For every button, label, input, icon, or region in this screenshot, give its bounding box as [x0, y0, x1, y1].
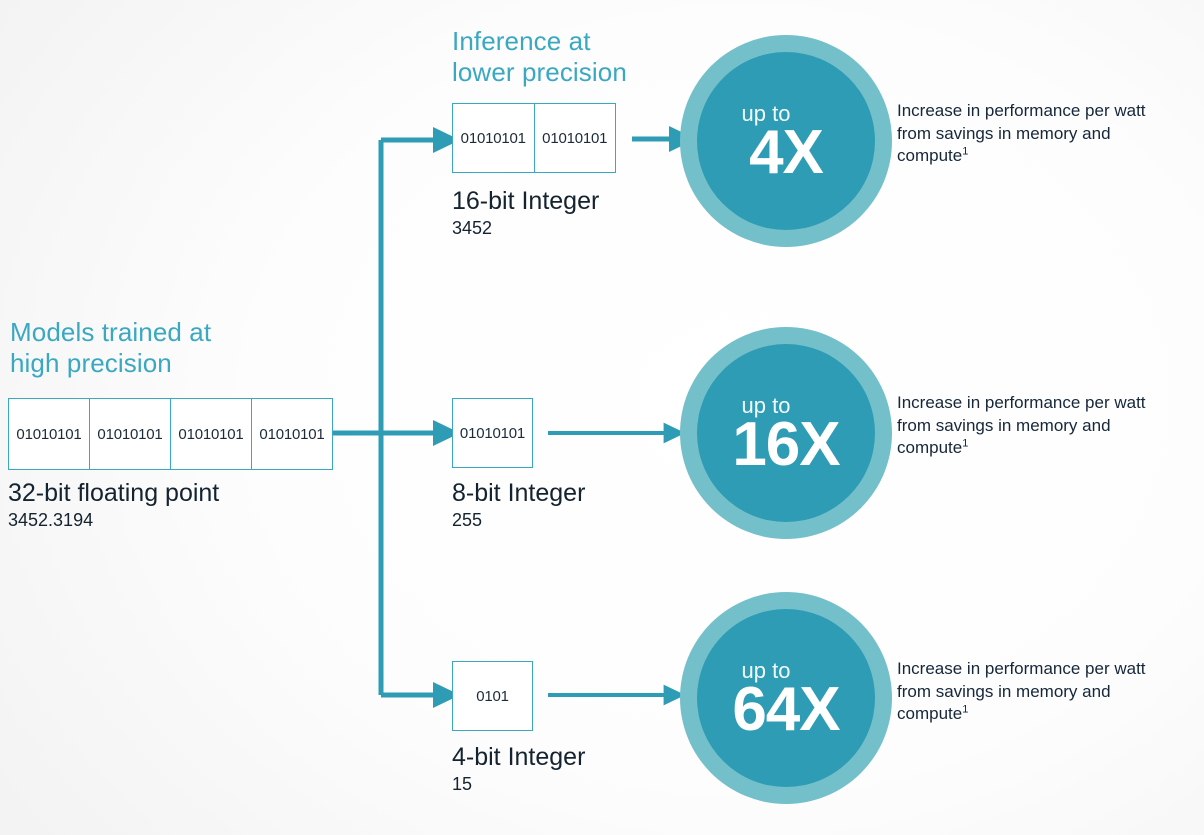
- format-name: 8-bit Integer: [452, 479, 586, 507]
- bit-box-int4: 0101: [452, 661, 533, 731]
- bit-cell: 01010101: [90, 399, 171, 469]
- inference-heading: Inference at lower precision: [452, 26, 627, 87]
- format-value: 15: [452, 774, 473, 794]
- caption-int16: 16-bit Integer 3452: [452, 186, 599, 240]
- format-value: 255: [452, 510, 483, 530]
- bit-cell: 01010101: [453, 104, 535, 172]
- training-heading: Models trained at high precision: [10, 317, 212, 378]
- badge-inner-circle: up to 64X: [697, 609, 875, 787]
- bit-cell: 01010101: [259, 425, 325, 443]
- caption-fp32: 32-bit floating point 3452.3194: [8, 478, 219, 532]
- badge-inner-circle: up to 4X: [697, 52, 875, 230]
- footnote-marker: 1: [962, 145, 969, 158]
- badge-64x: up to 64X: [680, 592, 892, 804]
- badge-upto-label: up to: [741, 392, 791, 418]
- format-name: 32-bit floating point: [8, 479, 220, 507]
- bit-box-fp32: 01010101 01010101 01010101 01010101: [8, 398, 333, 470]
- description-text: Increase in performance per watt from sa…: [897, 101, 1146, 165]
- caption-int4: 4-bit Integer 15: [452, 742, 585, 796]
- description-text: Increase in performance per watt from sa…: [897, 659, 1146, 723]
- description-text: Increase in performance per watt from sa…: [897, 393, 1146, 457]
- badge-upto-label: up to: [741, 100, 791, 126]
- bit-cell: 01010101: [171, 399, 252, 469]
- bit-box-int16: 01010101 01010101: [452, 103, 616, 173]
- bit-cell: 01010101: [542, 129, 608, 147]
- badge-description-16x: Increase in performance per watt from sa…: [897, 392, 1147, 460]
- badge-multiplier: 4X: [749, 117, 824, 187]
- badge-upto-label: up to: [741, 657, 791, 683]
- format-name: 16-bit Integer: [452, 187, 600, 215]
- badge-16x: up to 16X: [680, 327, 892, 539]
- badge-multiplier: 16X: [732, 409, 840, 479]
- badge-4x: up to 4X: [680, 35, 892, 247]
- bit-cell: 0101: [476, 687, 509, 705]
- badge-inner-circle: up to 16X: [697, 344, 875, 522]
- format-value: 3452.3194: [8, 510, 94, 530]
- bit-cell: 01010101: [9, 399, 90, 469]
- bit-box-int8: 01010101: [452, 398, 533, 468]
- badge-description-64x: Increase in performance per watt from sa…: [897, 658, 1147, 726]
- badge-multiplier: 64X: [732, 674, 840, 744]
- caption-int8: 8-bit Integer 255: [452, 478, 585, 532]
- format-value: 3452: [452, 218, 493, 238]
- bit-cell: 01010101: [459, 424, 526, 442]
- footnote-marker: 1: [962, 703, 969, 716]
- format-name: 4-bit Integer: [452, 743, 586, 771]
- footnote-marker: 1: [962, 437, 969, 450]
- badge-description-4x: Increase in performance per watt from sa…: [897, 100, 1147, 168]
